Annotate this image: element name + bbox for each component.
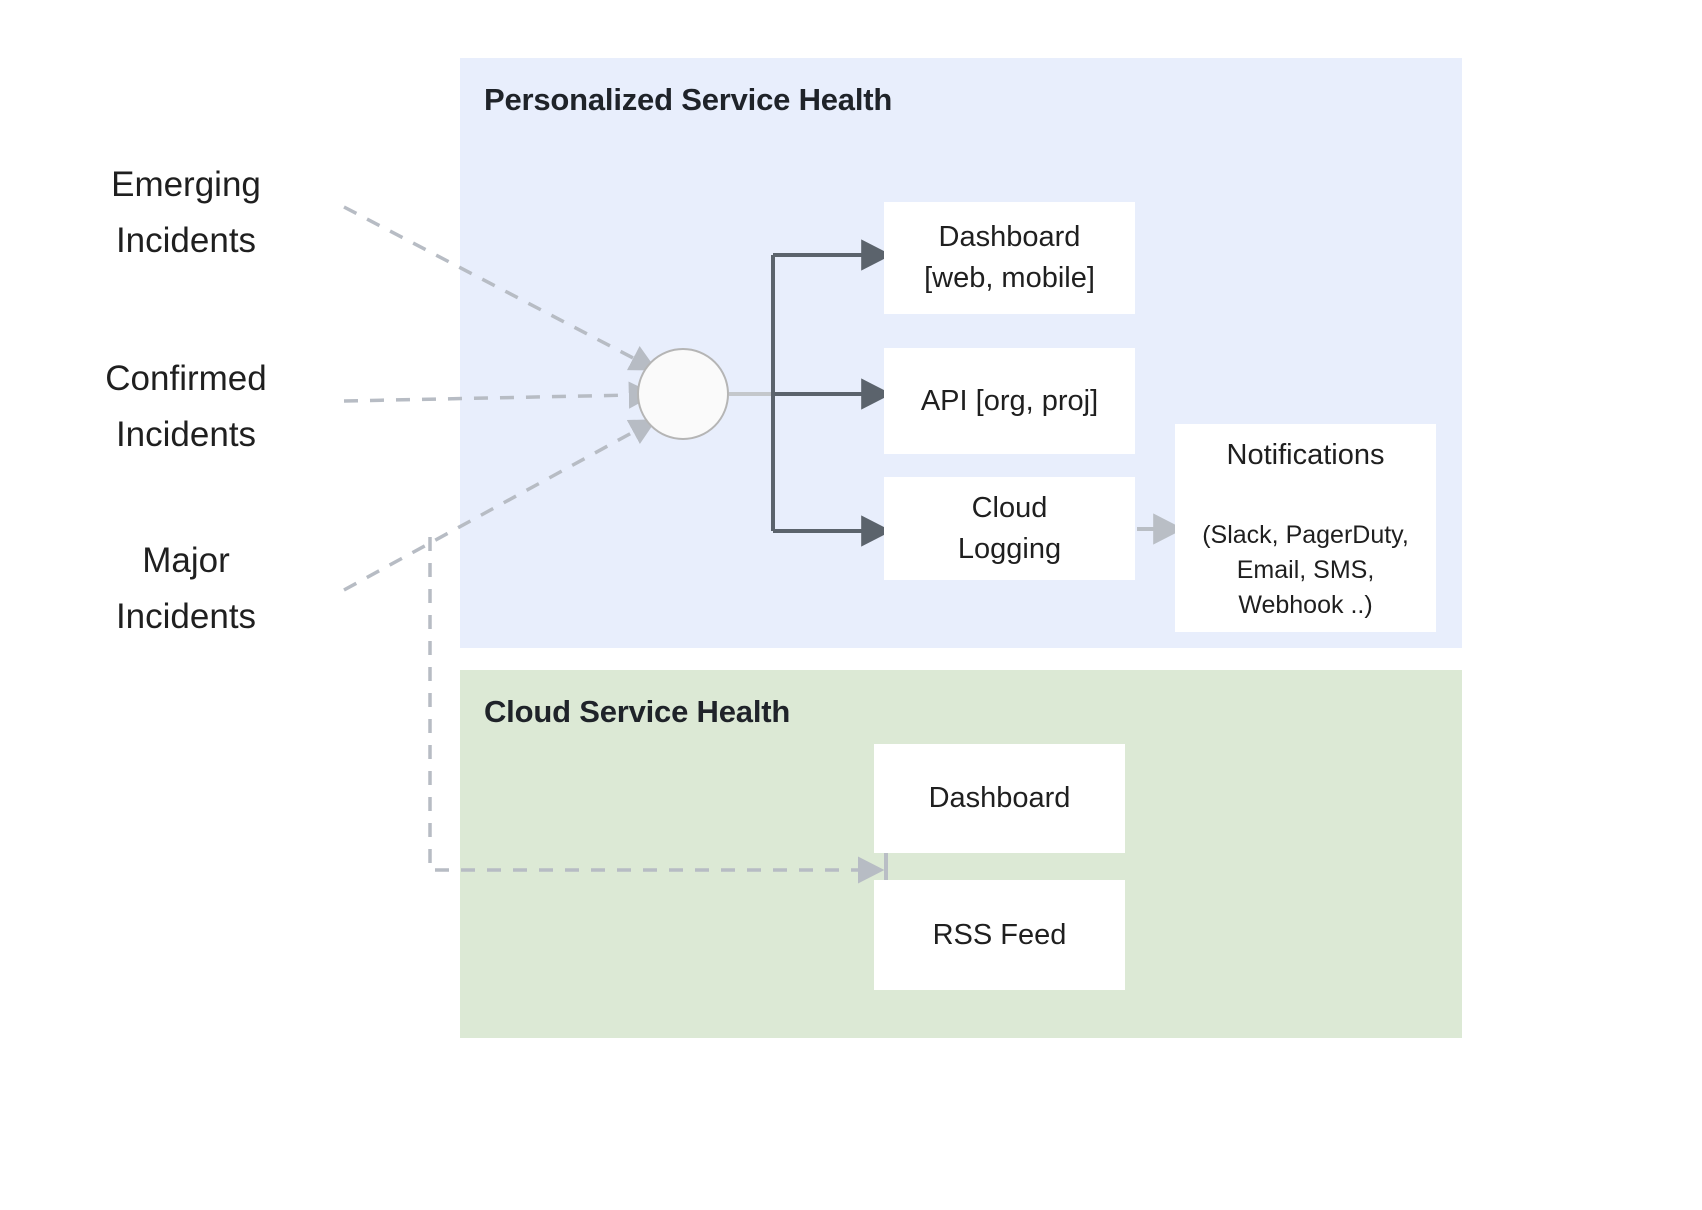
source-label-emerging-incidents: Emerging Incidents	[111, 165, 261, 260]
box-dashboard-web-mobile[interactable]: Dashboard [web, mobile]	[884, 202, 1135, 314]
incident-hub-node	[637, 348, 729, 440]
box-notifications[interactable]: Notifications (Slack, PagerDuty, Email, …	[1175, 424, 1436, 632]
source-label-confirmed-incidents: Confirmed Incidents	[105, 359, 267, 454]
cloud-service-health-title: Cloud Service Health	[484, 694, 791, 729]
notifications-content: Notifications (Slack, PagerDuty, Email, …	[1185, 392, 1426, 664]
notifications-channels: (Slack, PagerDuty, Email, SMS, Webhook .…	[1202, 521, 1409, 619]
personalized-service-health-title: Personalized Service Health	[484, 82, 893, 117]
box-cloud-logging[interactable]: Cloud Logging	[884, 477, 1135, 580]
notifications-title: Notifications	[1226, 439, 1385, 471]
source-label-major-incidents: Major Incidents	[115, 541, 257, 636]
box-cloud-service-health-rss-feed[interactable]: RSS Feed	[874, 880, 1125, 990]
box-api-org-proj[interactable]: API [org, proj]	[884, 348, 1135, 454]
box-cloud-service-health-dashboard[interactable]: Dashboard	[874, 744, 1125, 853]
